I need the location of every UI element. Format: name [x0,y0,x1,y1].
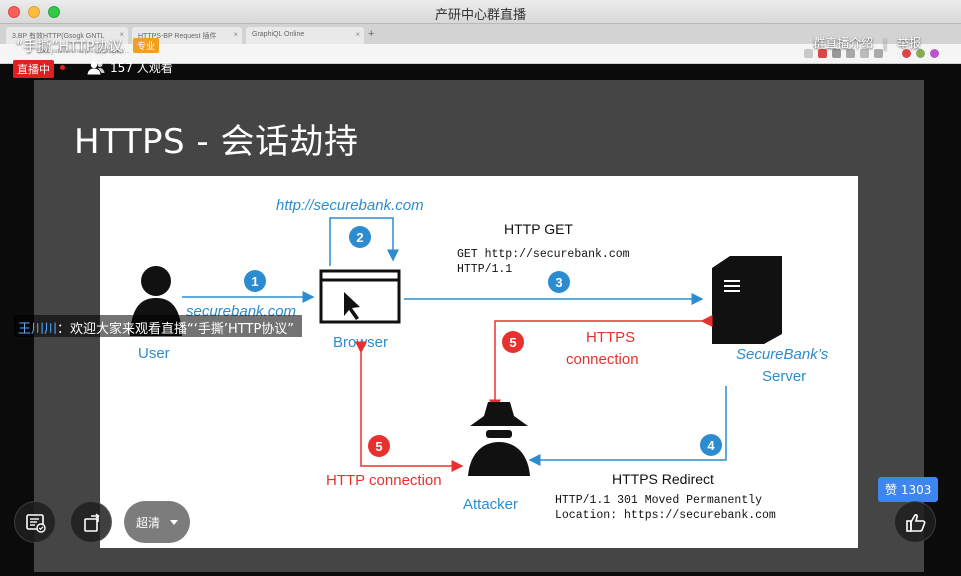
extension-icon [902,49,911,58]
arrow-step-4 [528,386,727,466]
rotate-button[interactable] [70,501,112,543]
step-5a-number: 5 [509,335,516,350]
arrow-step-5-https [489,315,713,412]
step-2-badge [349,226,371,248]
window-titlebar: 产研中心群直播 [0,0,961,24]
live-title: “手撕”HTTP协议 [16,39,123,55]
intro-link[interactable]: 群直播介绍 [813,36,874,50]
http-get-title: HTTP GET [504,221,573,237]
quality-label: 超清 [136,515,161,530]
slide-title: HTTPS - 会话劫持 [74,122,359,162]
shared-tab-row: 3.BP 有效HTTP(Gsogk GNTL× HTTPS-BP Request… [0,24,961,44]
link-separator: | [883,36,888,50]
redirect-location-line: Location: https://securebank.com [555,509,776,522]
shared-browser-chrome: 3.BP 有效HTTP(Gsogk GNTL× HTTPS-BP Request… [0,24,961,64]
shared-address-bar: static.jsdeliver.net/presentation/d/... [0,44,961,64]
shared-tab: HTTPS-BP Request 插件× [132,27,242,44]
chat-message: 王川川：欢迎大家来观看直播“‘手撕’HTTP协议” [14,315,303,337]
step-5a-badge [502,331,524,353]
server-label-line2: Server [762,368,806,385]
comment-icon [26,514,46,533]
like-button[interactable] [894,501,936,543]
step-3-number: 3 [555,275,562,290]
browser-icon [319,269,401,324]
shared-tab: 3.BP 有效HTTP(Gsogk GNTL× [6,27,128,44]
browser-label: Browser [333,334,388,351]
server-label-line1: SecureBank’s [736,346,829,363]
quality-selector[interactable]: 超清 [124,501,190,543]
server-icon [712,256,782,344]
https-connection-line1: HTTPS [586,329,635,346]
redirect-title: HTTPS Redirect [612,471,714,487]
arrow-step-5-http [355,341,464,472]
http-connection-label: HTTP connection [326,472,442,489]
window-title: 产研中心群直播 [434,8,526,23]
live-video: 3.BP 有效HTTP(Gsogk GNTL× HTTPS-BP Request… [0,24,961,576]
attacker-label: Attacker [463,496,518,513]
chevron-down-icon [170,519,179,525]
chat-text: ：欢迎大家来观看直播“‘手撕’HTTP协议” [57,322,295,337]
redirect-status-line: HTTP/1.1 301 Moved Permanently [555,494,762,507]
viewer-count: 157 人观看 [86,59,173,76]
step-1-badge [244,270,266,292]
arrow-step-2 [329,217,399,266]
extension-icon [832,49,841,58]
step-4-number: 4 [707,438,715,453]
step-1-number: 1 [251,274,258,289]
report-link[interactable]: 举报 [896,36,921,50]
window-minimize-button[interactable] [28,6,40,18]
extension-icon [818,49,827,58]
like-count-badge: 赞 1303 [878,477,939,502]
step-5b-number: 5 [375,439,382,454]
comment-toggle-button[interactable] [14,501,56,543]
step-4-badge [700,434,722,456]
rotate-icon [84,513,100,532]
live-dot-icon [60,65,65,70]
avatar [930,49,939,58]
step-2-number: 2 [356,230,363,245]
extension-icon [846,49,855,58]
attacker-icon [468,402,530,476]
live-status-badge: 直播中 [13,60,54,78]
chat-username[interactable]: 王川川 [18,322,58,337]
diagram-canvas: User securebank.com 1 Browser http://sec… [130,197,829,522]
step-5b-badge [368,435,390,457]
viewer-count-text: 157 人观看 [110,61,173,75]
step-3-badge [548,271,570,293]
viewers-icon [87,61,105,74]
session-hijack-diagram: User securebank.com 1 Browser http://sec… [100,176,858,548]
thumbs-up-icon [906,514,926,532]
extension-icon [916,49,925,58]
get-request-line: GET http://securebank.com [457,248,630,261]
window-maximize-button[interactable] [48,6,60,18]
extension-icon [804,49,813,58]
extension-icon [860,49,869,58]
top-url: http://securebank.com [276,197,424,214]
user-label: User [138,345,170,362]
extension-icon [874,49,883,58]
https-connection-line2: connection [566,351,639,368]
shared-url: static.jsdeliver.net/presentation/d/... [36,49,130,55]
new-tab-icon: + [368,28,375,40]
get-request-version: HTTP/1.1 [457,263,512,276]
top-links: 群直播介绍 | 举报 [807,34,921,51]
window-close-button[interactable] [8,6,20,18]
live-title-badge: 专业 [133,38,160,53]
shared-tab: GraphiQL Online× [246,27,364,44]
